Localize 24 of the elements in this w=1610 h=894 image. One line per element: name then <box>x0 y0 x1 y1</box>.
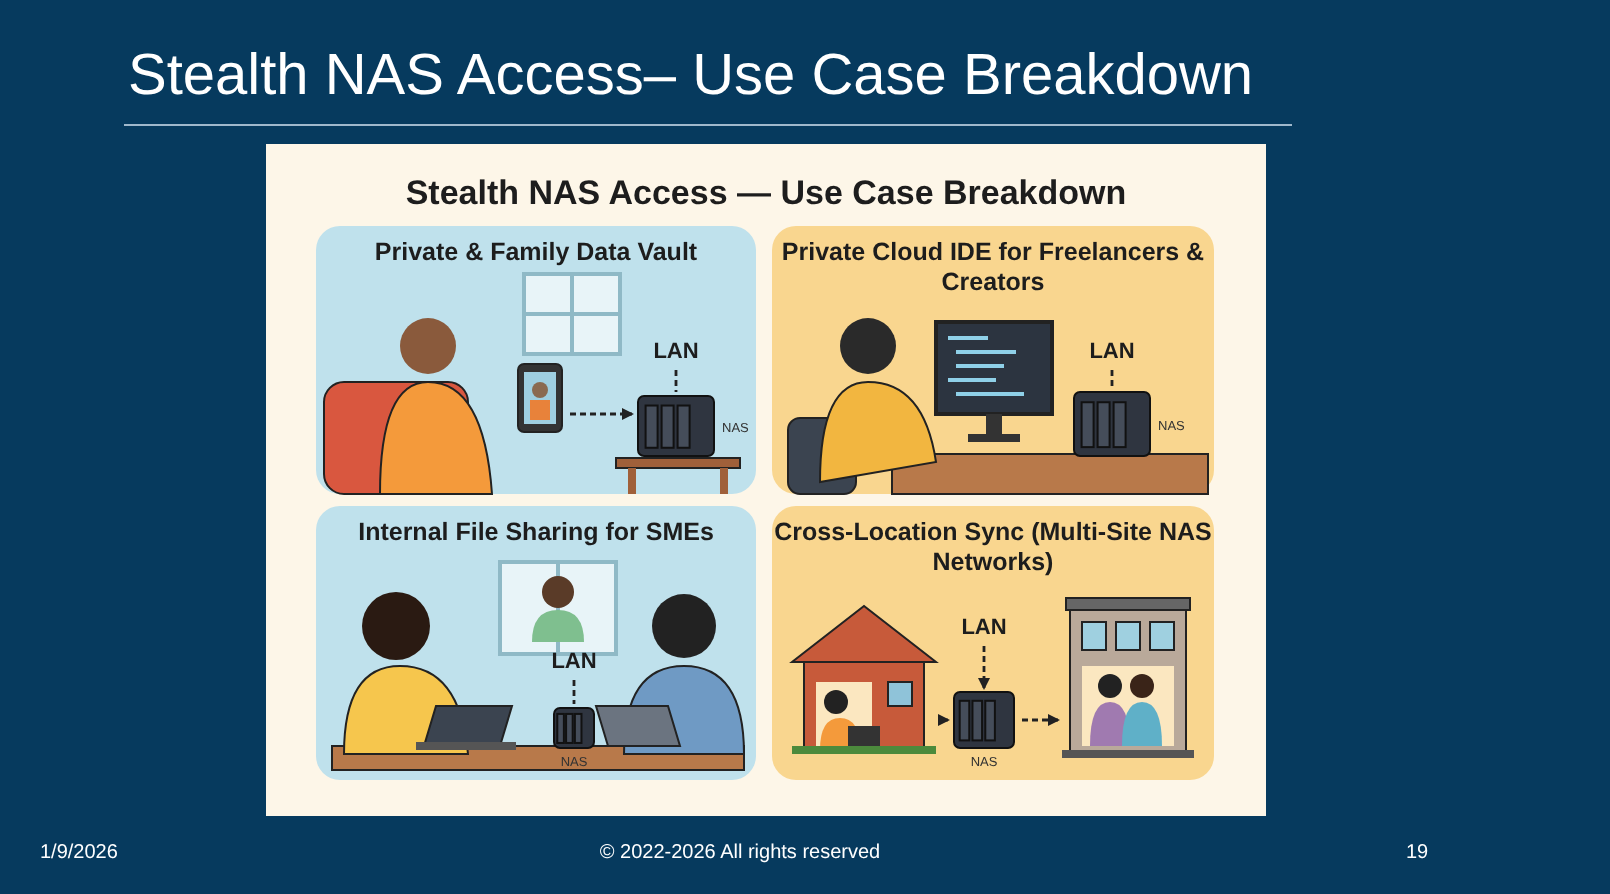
panel-title: Private Cloud IDE for Freelancers & Creators <box>779 238 1207 298</box>
arrow <box>1022 714 1060 726</box>
panel-title: Private & Family Data Vault <box>372 238 700 268</box>
network-label: LAN <box>646 340 706 368</box>
use-case-panel <box>316 226 756 494</box>
panel-title: Internal File Sharing for SMEs <box>356 518 716 548</box>
page-number: 19 <box>1406 842 1429 864</box>
arrow <box>978 646 990 690</box>
connector-line <box>1110 370 1114 388</box>
use-case-panel <box>772 506 1214 780</box>
copyright-text: © 2022-2026 All rights reserved <box>597 842 883 864</box>
connector-line <box>572 680 576 704</box>
connector-line <box>674 370 678 392</box>
date-text: 1/9/2026 <box>40 842 118 864</box>
arrow <box>570 408 634 420</box>
use-case-panel <box>316 506 756 780</box>
network-label: LAN <box>1082 340 1142 368</box>
network-label: LAN <box>954 616 1014 644</box>
slide-title: Stealth NAS Access– Use Case Breakdown <box>128 44 1254 110</box>
illustration-title: Stealth NAS Access — Use Case Breakdown <box>403 174 1129 214</box>
arrow <box>938 714 950 726</box>
network-label: LAN <box>544 650 604 678</box>
use-case-panel <box>772 226 1214 494</box>
panel-title: Cross-Location Sync (Multi-Site NAS Networks) <box>772 518 1214 578</box>
